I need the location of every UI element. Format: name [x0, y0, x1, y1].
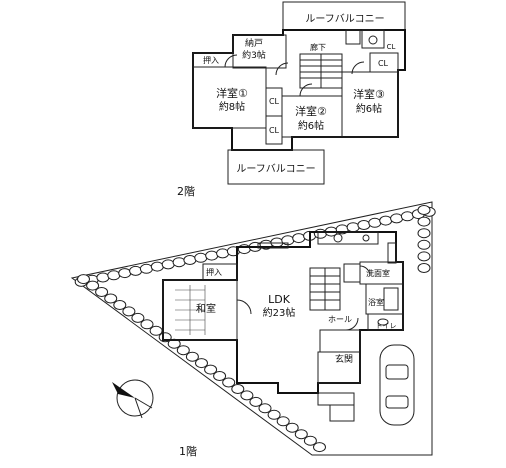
roof-balcony-bottom-label: ルーフバルコニー: [236, 163, 315, 175]
stone-block: [140, 319, 154, 330]
stone-block: [368, 217, 382, 228]
stone-block: [417, 216, 431, 227]
japanese-room-label: 和室: [196, 302, 216, 315]
stone-block: [258, 403, 272, 414]
stone-block: [95, 287, 109, 297]
second-floor-plan: ルーフバルコニー 納戸 約3帖 押入 廊下 洋室① 約8帖 洋室② 約6帖 洋室…: [177, 1, 406, 198]
western-room-3-label: 洋室③: [353, 87, 385, 101]
storeroom-label: 納戸: [245, 37, 263, 49]
stone-block: [294, 429, 308, 440]
closet-oshiire-1f-label: 押入: [206, 267, 222, 277]
stone-block: [77, 274, 90, 285]
stone-block: [417, 263, 431, 273]
western-room-3-size: 約6帖: [356, 102, 382, 115]
stone-block: [303, 435, 317, 446]
stone-block: [417, 205, 431, 215]
toilet: [367, 313, 404, 331]
bathroom-label: 浴室: [368, 297, 384, 307]
entrance-label: 玄関: [335, 353, 353, 365]
stone-block: [240, 390, 254, 401]
stone-block: [118, 268, 132, 279]
toilet-2f: [345, 29, 361, 45]
stone-block: [176, 345, 190, 356]
stone-block: [213, 371, 227, 381]
stone-block: [113, 300, 127, 310]
stone-block: [222, 377, 236, 388]
stone-block: [276, 416, 290, 427]
western-room-1-size: 約8帖: [219, 100, 245, 113]
stone-block: [231, 384, 245, 394]
stone-block: [267, 409, 281, 420]
roof-balcony-bottom: [227, 149, 325, 185]
western-room-2-size: 約6帖: [298, 119, 324, 132]
stone-block: [357, 220, 371, 230]
entrance: [317, 351, 361, 384]
western-room-1-label: 洋室①: [216, 86, 248, 100]
ldk-label: LDK: [268, 293, 291, 306]
stone-block: [417, 251, 431, 262]
stone-block: [390, 213, 404, 224]
stone-block: [204, 364, 218, 375]
stone-block: [313, 228, 327, 239]
japanese-room: [162, 279, 238, 341]
ground-floor-label: 1階: [179, 444, 197, 458]
stone-block: [161, 259, 175, 270]
stone-block: [185, 351, 199, 362]
hallway-label: 廊下: [310, 42, 326, 52]
stone-block: [417, 239, 431, 250]
stone-block: [149, 325, 163, 336]
closet-b-label: CL: [378, 59, 389, 68]
north-arrow-icon: [112, 379, 154, 419]
stone-block: [379, 215, 393, 226]
stone-block: [292, 233, 306, 244]
stone-block: [237, 244, 251, 255]
roof-balcony-top-label: ルーフバルコニー: [305, 13, 384, 25]
stone-block: [139, 263, 153, 274]
closet-c-label: CL: [269, 126, 280, 135]
closet-a-label: CL: [269, 97, 280, 106]
stone-block: [122, 306, 136, 317]
storeroom-room: [232, 34, 287, 69]
stone-block: [194, 252, 208, 263]
hall: [319, 329, 361, 353]
stone-block: [417, 228, 431, 239]
stone-block: [195, 358, 208, 369]
stone-block: [183, 255, 197, 265]
stone-block: [400, 211, 414, 222]
toilet-label: トイレ: [376, 322, 397, 330]
stone-block: [249, 396, 263, 407]
stone-block: [129, 265, 143, 276]
closet-oshiire-2f-label: 押入: [203, 55, 219, 65]
porch-step-1: [317, 392, 355, 406]
western-room-2-label: 洋室②: [295, 104, 327, 118]
stone-block: [313, 442, 326, 453]
stone-block: [346, 222, 360, 233]
stone-block: [86, 280, 100, 291]
stone-block: [96, 272, 110, 283]
stone-block: [172, 257, 186, 268]
washbasin-2f: [361, 29, 385, 49]
ground-floor-plan: 押入 和室 LDK 約23帖 洗面室 浴室 トイレ ホール 玄関 1階: [70, 201, 436, 458]
stone-block: [107, 270, 121, 281]
second-floor-label: 2階: [177, 184, 195, 198]
ldk-size: 約23帖: [263, 306, 296, 319]
stone-block: [216, 248, 230, 259]
stone-wall: [74, 205, 436, 453]
stone-block: [150, 261, 164, 272]
stone-block: [131, 312, 145, 323]
closet-b-box: [369, 52, 399, 73]
stone-block: [104, 293, 118, 304]
hall-label: ホール: [328, 315, 352, 324]
stone-block: [205, 250, 219, 261]
stone-block: [285, 422, 299, 433]
lot-boundary: [70, 201, 433, 456]
storeroom-size: 約3帖: [242, 49, 266, 61]
kitchen-counter: [317, 231, 379, 245]
closet-d-label: CL: [387, 43, 396, 51]
washroom-label: 洗面室: [366, 268, 390, 278]
car-icon: [379, 344, 415, 426]
porch-step-2: [329, 404, 355, 422]
